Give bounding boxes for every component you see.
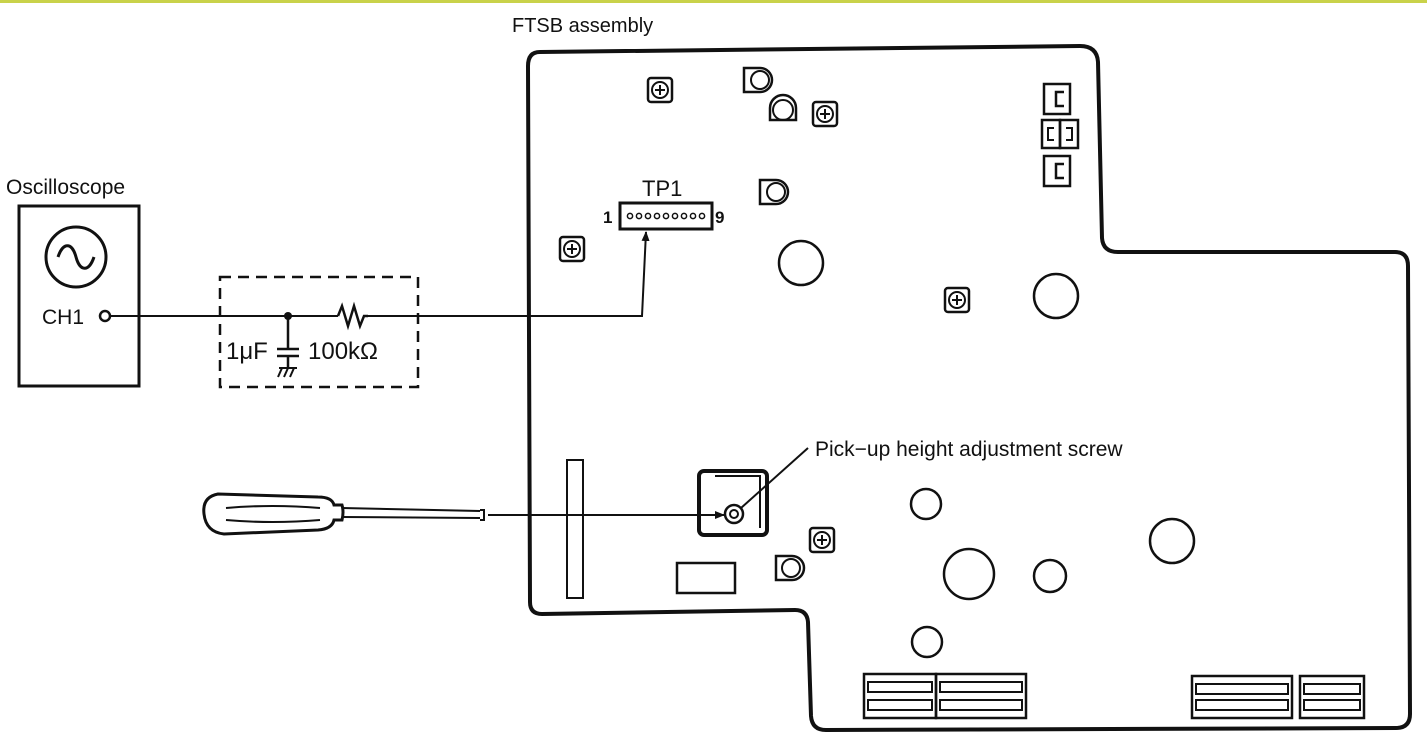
oscilloscope-screen-icon [44,225,108,289]
transistor-icon [758,178,790,206]
round-component-icon [777,239,825,287]
tp1-pin [662,212,670,220]
resistor-symbol [336,301,368,331]
vertical-strip-component [566,459,584,599]
round-component-icon [1148,517,1196,565]
transistor-icon [768,93,798,122]
tp1-label: TP1 [642,176,682,201]
tp1-pin [653,212,661,220]
tp1-housing [618,201,714,231]
round-component-icon [942,547,996,601]
pcb-board-outline [525,43,1413,733]
tp1-pin [644,212,652,220]
round-component-icon [909,487,943,521]
tp1-pin [635,212,643,220]
transistor-icon [774,554,806,582]
ch1-connector-icon [98,309,112,323]
signal-wire [110,232,646,317]
bottom-connector [862,672,1028,720]
screwdriver-icon [202,492,485,536]
adjustment-callout-label: Pick−up height adjustment screw [815,438,1123,461]
square-component-icon [1042,154,1072,188]
filter-network-box [218,275,420,389]
oscilloscope-label: Oscilloscope [6,176,125,199]
square-component-icon [1040,118,1080,150]
oscilloscope [17,204,141,388]
trimmer-screw-icon [943,286,971,314]
ground-symbol-icon [277,367,297,378]
square-component-icon [1042,82,1072,116]
pickup-height-adjuster [697,469,769,537]
sine-wave-icon [56,244,96,270]
trimmer-screw-icon [558,235,586,263]
tp1-pin [626,212,634,220]
rectangular-component [675,561,737,595]
tp1-pin [680,212,688,220]
bottom-connector [1190,674,1366,720]
tp1-pin [671,212,679,220]
capacitor-label: 1μF [226,338,268,365]
callout-leader-line [740,447,809,509]
top-color-band [0,0,1427,3]
trimmer-screw-icon [808,526,836,554]
tp1-connector [618,201,714,231]
round-component-icon [1032,272,1080,320]
trimmer-screw-icon [811,100,839,128]
resistor-label: 100kΩ [308,338,378,365]
capacitor-symbol [277,316,299,368]
round-component-icon [1032,558,1068,594]
tp1-first-pin-label: 1 [603,208,612,227]
transistor-icon [742,66,774,94]
adjustment-screw-icon [723,503,745,525]
tp1-pin [698,212,706,220]
tp1-pin [689,212,697,220]
round-component-icon [910,625,944,659]
trimmer-screw-icon [646,76,674,104]
oscilloscope-body [17,204,141,388]
tp1-last-pin-label: 9 [715,208,724,227]
assembly-label: FTSB assembly [512,15,653,37]
channel-label: CH1 [42,306,84,329]
